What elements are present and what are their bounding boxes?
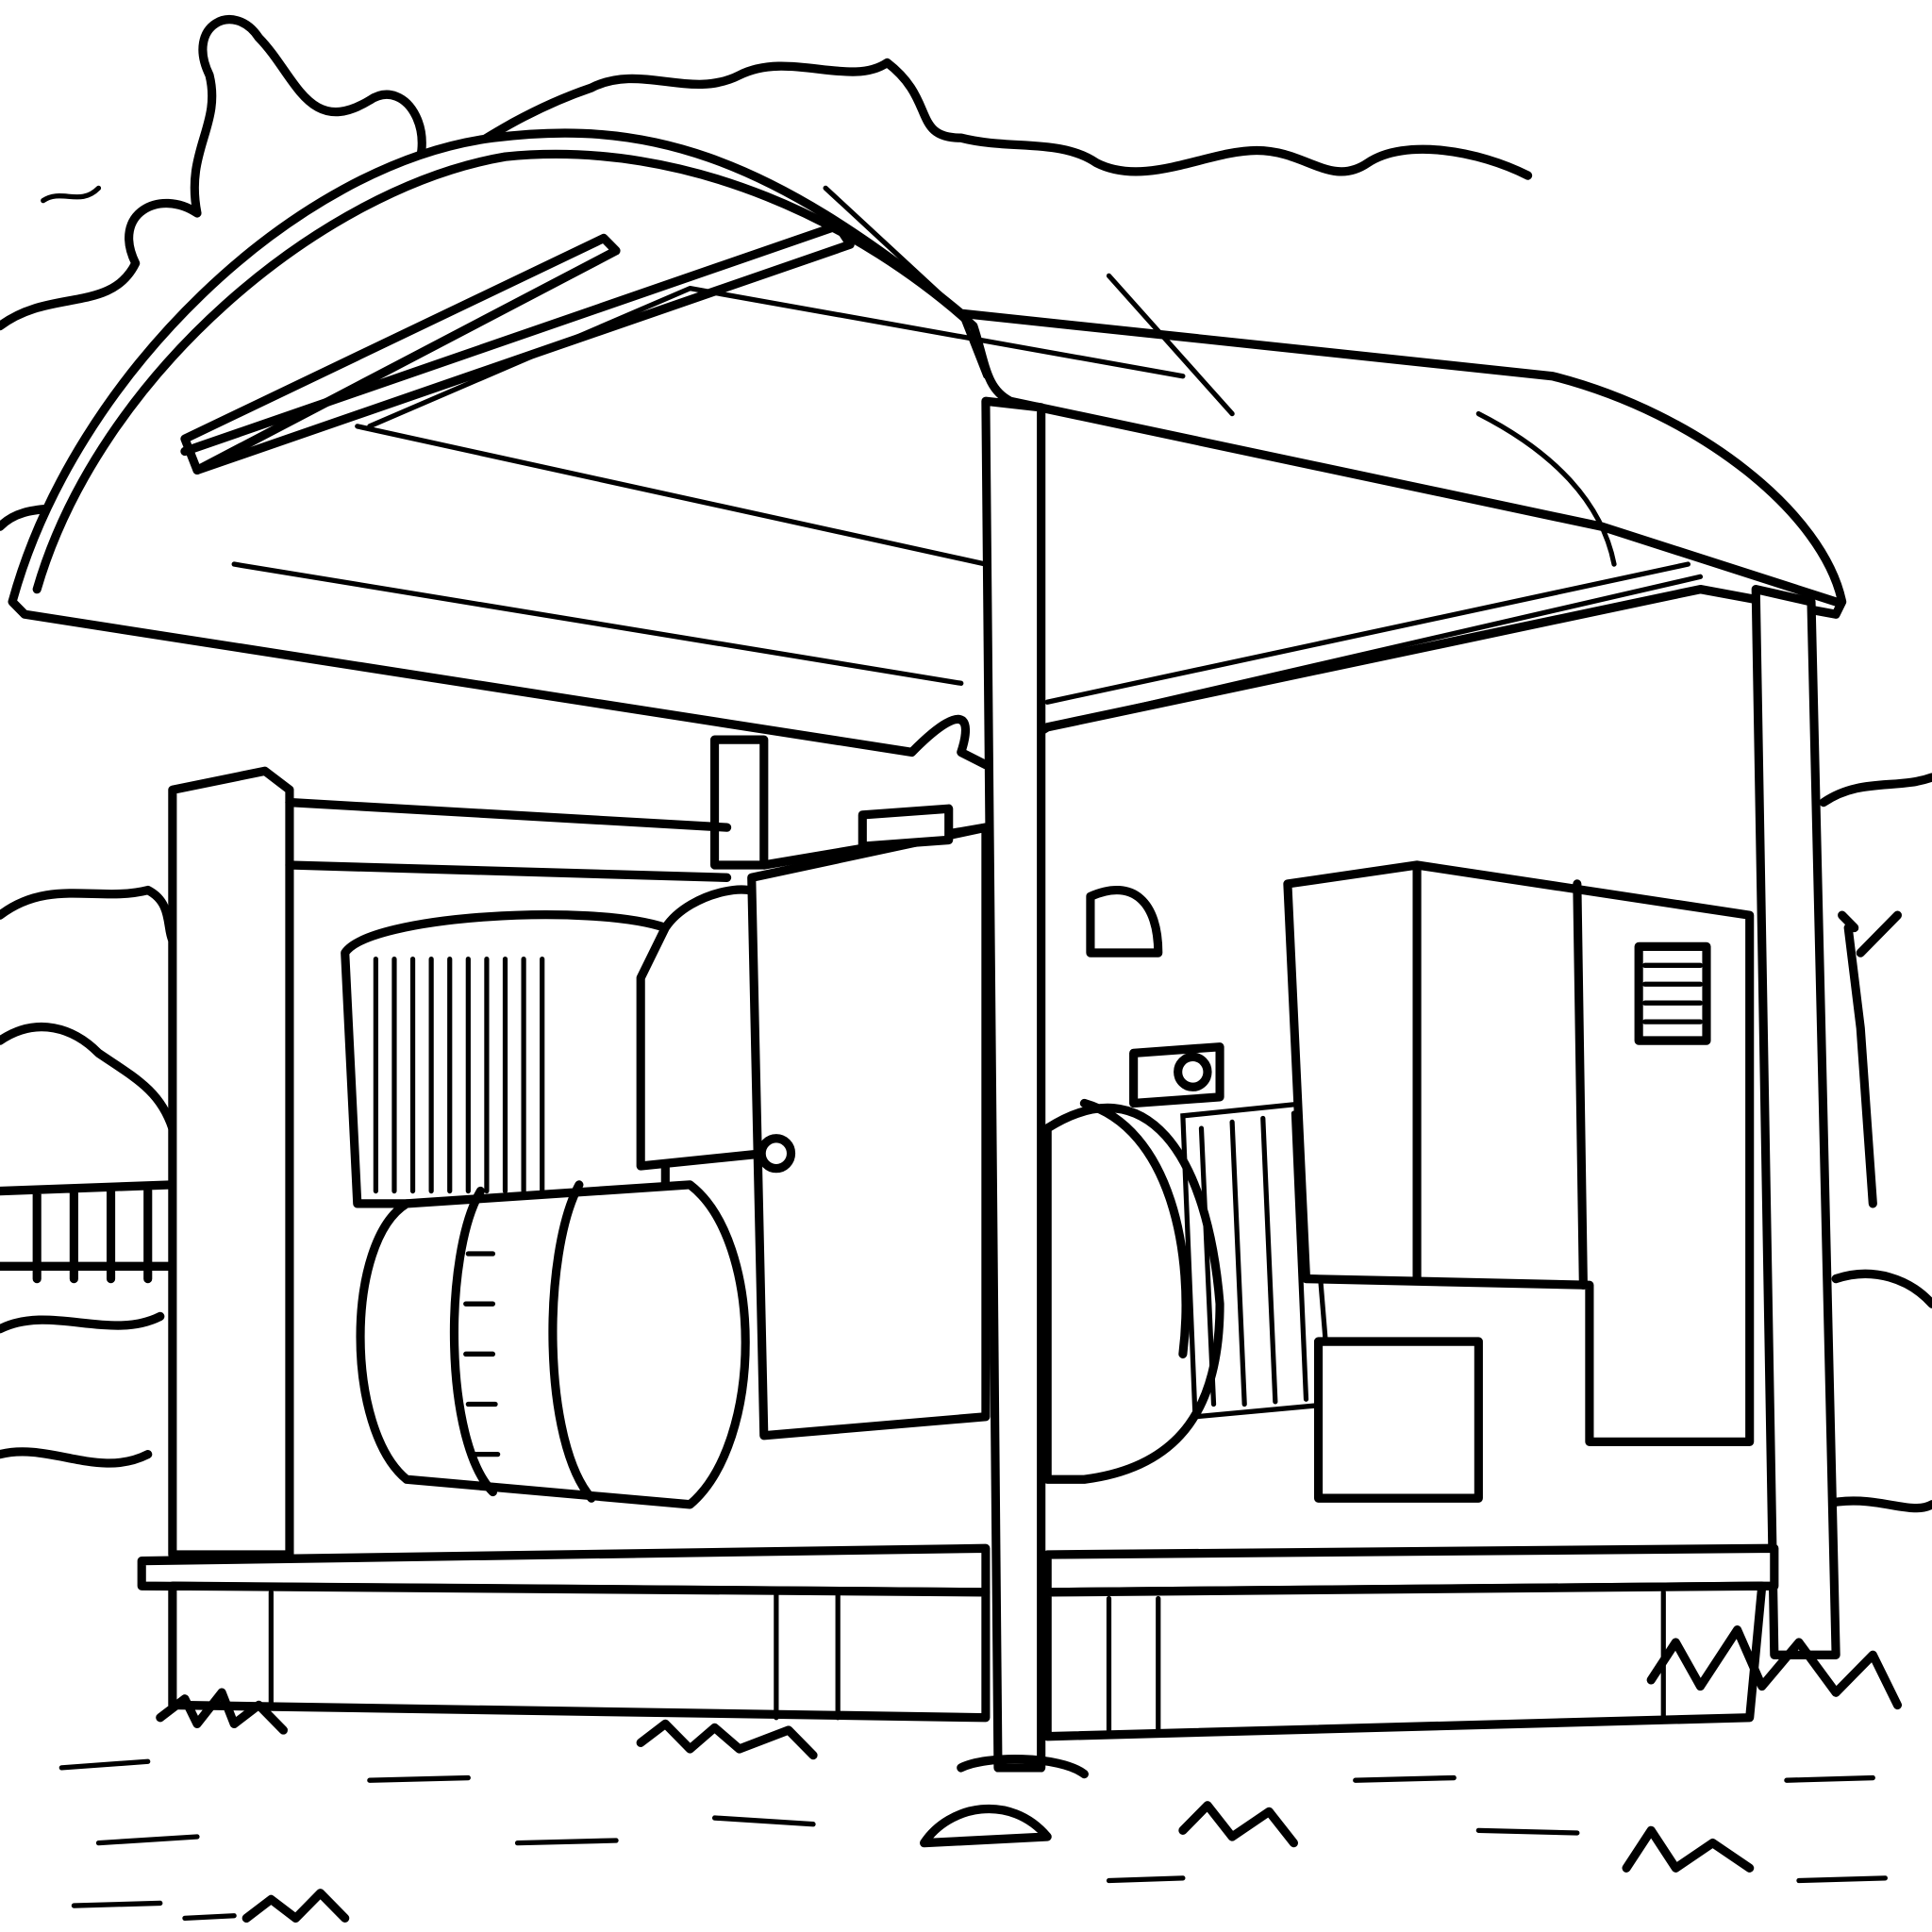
alternator <box>356 1180 750 1509</box>
control-cabinet <box>1283 860 1755 1503</box>
generator-frame <box>137 766 1779 1741</box>
engine <box>636 804 1334 1484</box>
radiator <box>341 909 670 1208</box>
ground-grass <box>58 1625 1902 1924</box>
canopy <box>8 128 1847 770</box>
background-trees <box>0 15 1932 1513</box>
